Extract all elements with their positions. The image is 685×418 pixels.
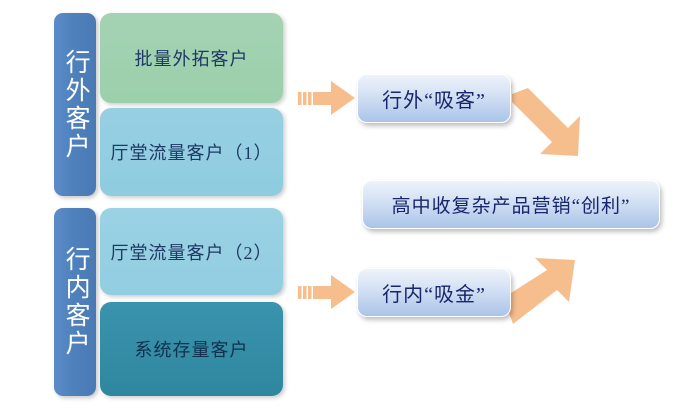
segment-box-lobby-traffic-customers-1: 厅堂流量客户（1） <box>100 108 283 196</box>
arrow-right-icon <box>298 275 355 309</box>
segment-label-lobby-traffic-customers-2: 厅堂流量客户（2） <box>110 242 273 263</box>
segment-label-bulk-outbound-customers: 批量外拓客户 <box>134 49 249 69</box>
outcome-label-attract-external: 行外“吸客” <box>382 90 486 112</box>
segment-label-system-existing-customers: 系统存量客户 <box>134 340 249 360</box>
outcome-label-create-profit: 高中收复杂产品营销“创利” <box>391 196 631 217</box>
outcome-box-attract-internal: 行内“吸金” <box>357 268 511 317</box>
arrow-down-right-icon <box>512 88 580 156</box>
category-label-inside-bank: 行内客户 <box>62 246 90 358</box>
segment-box-lobby-traffic-customers-2: 厅堂流量客户（2） <box>100 208 283 295</box>
category-label-outside-bank: 行外客户 <box>62 48 90 161</box>
category-bar-outside-bank: 行外客户 <box>54 13 96 196</box>
arrow-up-right-icon <box>503 258 575 324</box>
outcome-box-attract-external: 行外“吸客” <box>357 74 511 123</box>
outcome-label-attract-internal: 行内“吸金” <box>382 284 486 306</box>
arrow-right-icon <box>298 81 355 115</box>
segment-box-bulk-outbound-customers: 批量外拓客户 <box>100 13 283 103</box>
segment-label-lobby-traffic-customers-1: 厅堂流量客户（1） <box>110 143 273 163</box>
category-bar-inside-bank: 行内客户 <box>54 208 96 396</box>
outcome-box-create-profit: 高中收复杂产品营销“创利” <box>362 180 660 229</box>
segment-box-system-existing-customers: 系统存量客户 <box>100 302 283 396</box>
